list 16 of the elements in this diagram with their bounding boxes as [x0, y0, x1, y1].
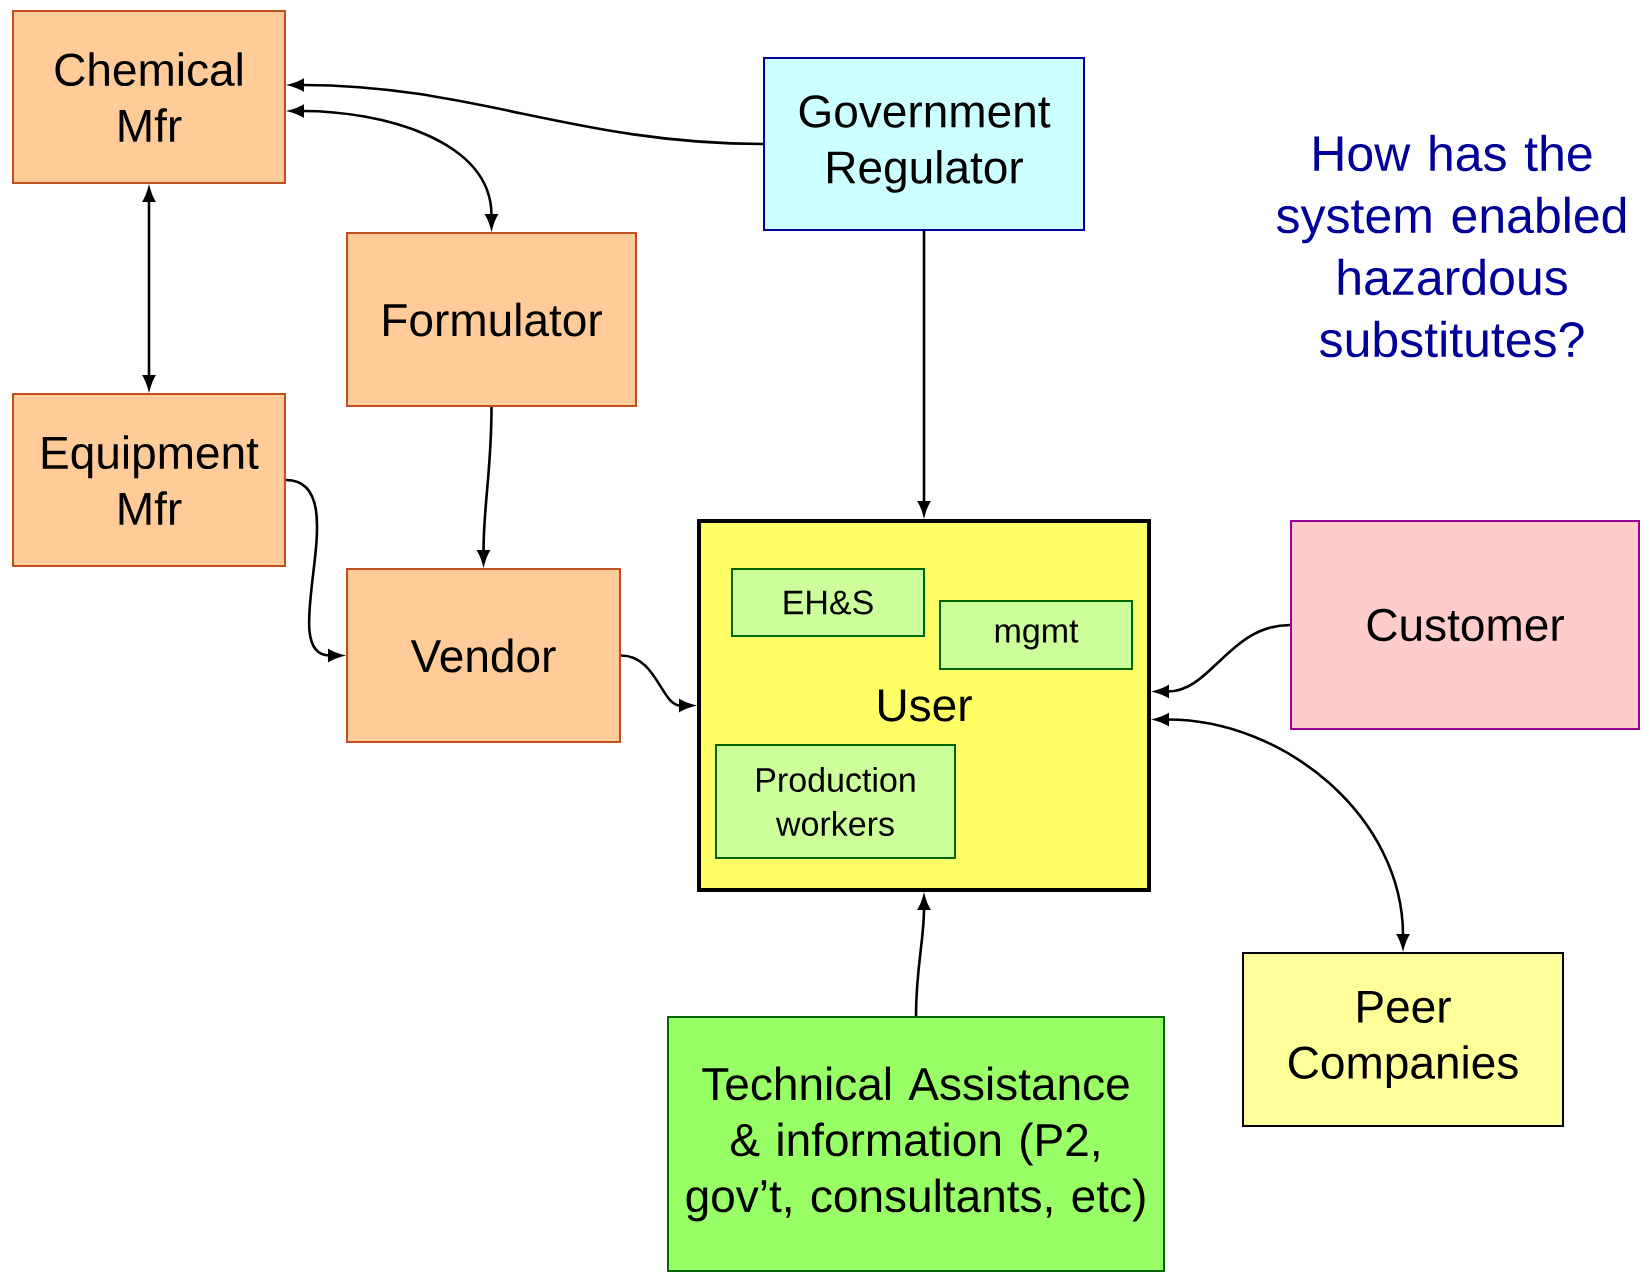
arrow: [914, 895, 930, 1017]
arrow: [143, 187, 155, 390]
role-box: Production workers: [715, 744, 956, 859]
arrow: [289, 79, 764, 146]
question-text: How has the system enabled hazardous substitutes?: [1276, 134, 1626, 358]
arrow: [918, 231, 930, 516]
process-box: Equipment Mfr: [12, 393, 286, 567]
role-box: EH&S: [731, 568, 925, 637]
process-box: Vendor: [346, 568, 621, 743]
process-box: Chemical Mfr: [12, 10, 286, 184]
process-box: Customer: [1290, 520, 1641, 730]
process-box: Government Regulator: [763, 57, 1085, 231]
process-box: Peer Companies: [1242, 952, 1565, 1127]
process-box: Formulator: [346, 232, 637, 407]
process-box: Technical Assistance & information (P2, gov’t, consultants, etc): [667, 1016, 1165, 1272]
role-box: mgmt: [939, 600, 1133, 670]
